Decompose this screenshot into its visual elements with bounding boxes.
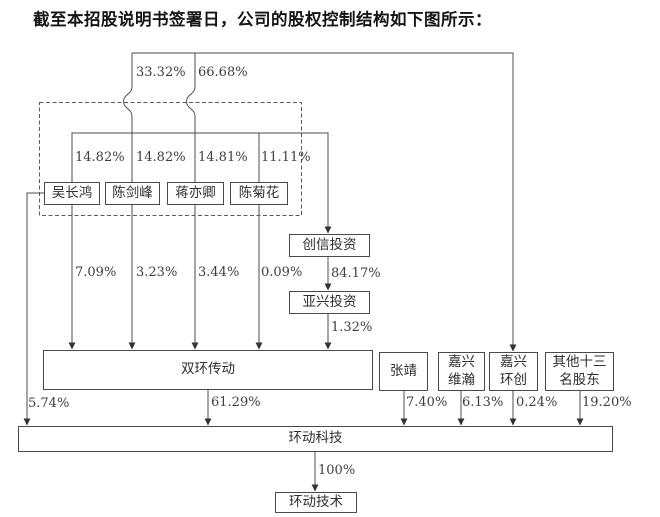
edge-label-7-40: 7.40%: [406, 395, 448, 410]
edge-label-14-82-a: 14.82%: [75, 150, 125, 165]
node-zhangjing: 张靖: [379, 352, 428, 391]
connector-top-route-to-jiaxing-huanchuang: [132, 52, 517, 352]
connector-persons-bus-to-chuangxin: [71, 132, 332, 234]
concert-party-dashed-box: [39, 102, 302, 216]
node-jiaxing-weihan: 嘉兴 维瀚: [438, 352, 485, 391]
edge-label-3-23: 3.23%: [136, 265, 178, 280]
edge-label-33-32: 33.32%: [136, 65, 186, 80]
edge-label-14-82-b: 14.82%: [136, 150, 186, 165]
edge-label-84-17: 84.17%: [331, 266, 381, 281]
edge-label-3-44: 3.44%: [198, 265, 240, 280]
edge-label-1-32: 1.32%: [331, 320, 373, 335]
edge-label-19-20: 19.20%: [582, 395, 632, 410]
node-huandong-keji: 环动科技: [18, 426, 613, 452]
page-title: 截至本招股说明书签署日，公司的股权控制结构如下图所示：: [33, 10, 492, 29]
node-yaxing: 亚兴投资: [289, 291, 370, 314]
node-shuanghuan: 双环传动: [43, 350, 373, 390]
edge-label-14-81: 14.81%: [198, 150, 248, 165]
edge-label-100: 100%: [318, 463, 356, 478]
edge-label-66-68: 66.68%: [198, 65, 248, 80]
edge-label-11-11: 11.11%: [261, 150, 311, 165]
line-break-squiggle-left: [122, 86, 133, 117]
node-chenjianfeng: 陈剑峰: [105, 182, 160, 205]
node-chenjuhua: 陈菊花: [230, 182, 288, 205]
connector-wuchanghong-to-huandong-keji: [23, 192, 44, 426]
node-chuangxin: 创信投资: [289, 234, 370, 257]
edge-label-61-29: 61.29%: [211, 395, 261, 410]
edge-label-7-09: 7.09%: [75, 265, 117, 280]
node-huandong-jishu: 环动技术: [275, 492, 357, 513]
node-other-shareholders: 其他十三 名股东: [545, 352, 614, 391]
edge-label-6-13: 6.13%: [462, 395, 504, 410]
node-jiangyiqing: 蒋亦卿: [167, 182, 224, 205]
node-jiaxing-huanchuang: 嘉兴 环创: [489, 352, 538, 391]
edge-label-5-74: 5.74%: [28, 396, 70, 411]
node-wuchanghong: 吴长鸿: [44, 182, 100, 205]
edge-label-0-09: 0.09%: [261, 265, 303, 280]
line-break-squiggle-right: [185, 86, 196, 117]
edge-label-0-24: 0.24%: [516, 395, 558, 410]
